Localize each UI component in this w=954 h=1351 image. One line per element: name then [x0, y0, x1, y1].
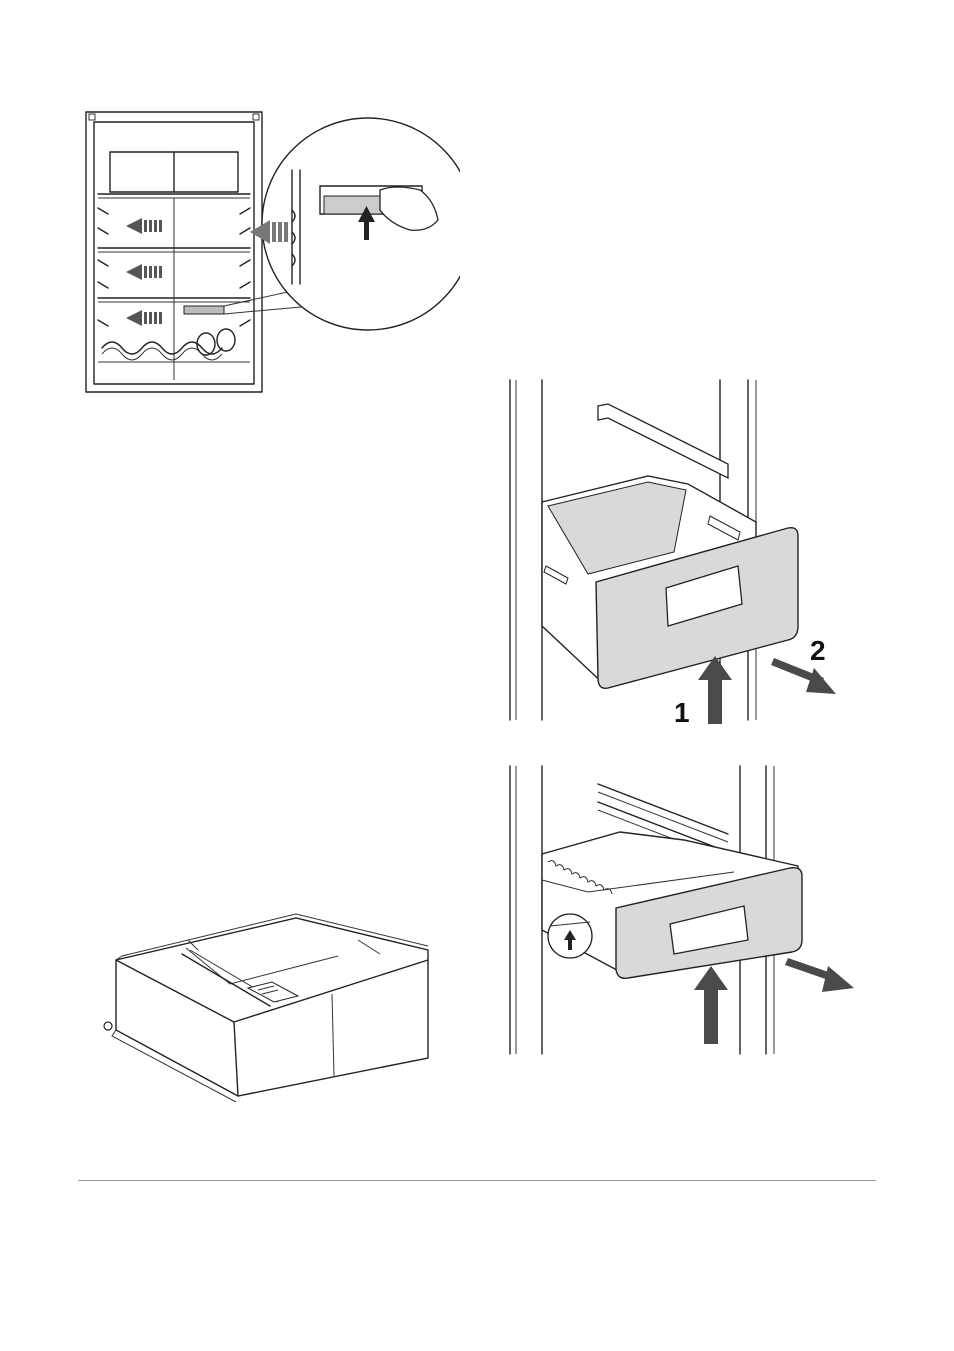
- drawer-lift-release-illustration: [498, 762, 864, 1058]
- fridge-shelves-figure: [80, 100, 460, 400]
- fridge-shelf-removal-illustration: [80, 100, 460, 400]
- drawer-removal-illustration: 1 2: [498, 376, 858, 724]
- page-divider: [78, 1180, 876, 1181]
- drawer-removal-bottom-figure: [498, 762, 864, 1058]
- crisper-drawer-figure: [98, 910, 438, 1102]
- crisper-drawer-illustration: [98, 910, 438, 1102]
- step-2-label: 2: [810, 635, 826, 666]
- drawer-removal-top-figure: 1 2: [498, 376, 858, 724]
- step-1-label: 1: [674, 697, 690, 724]
